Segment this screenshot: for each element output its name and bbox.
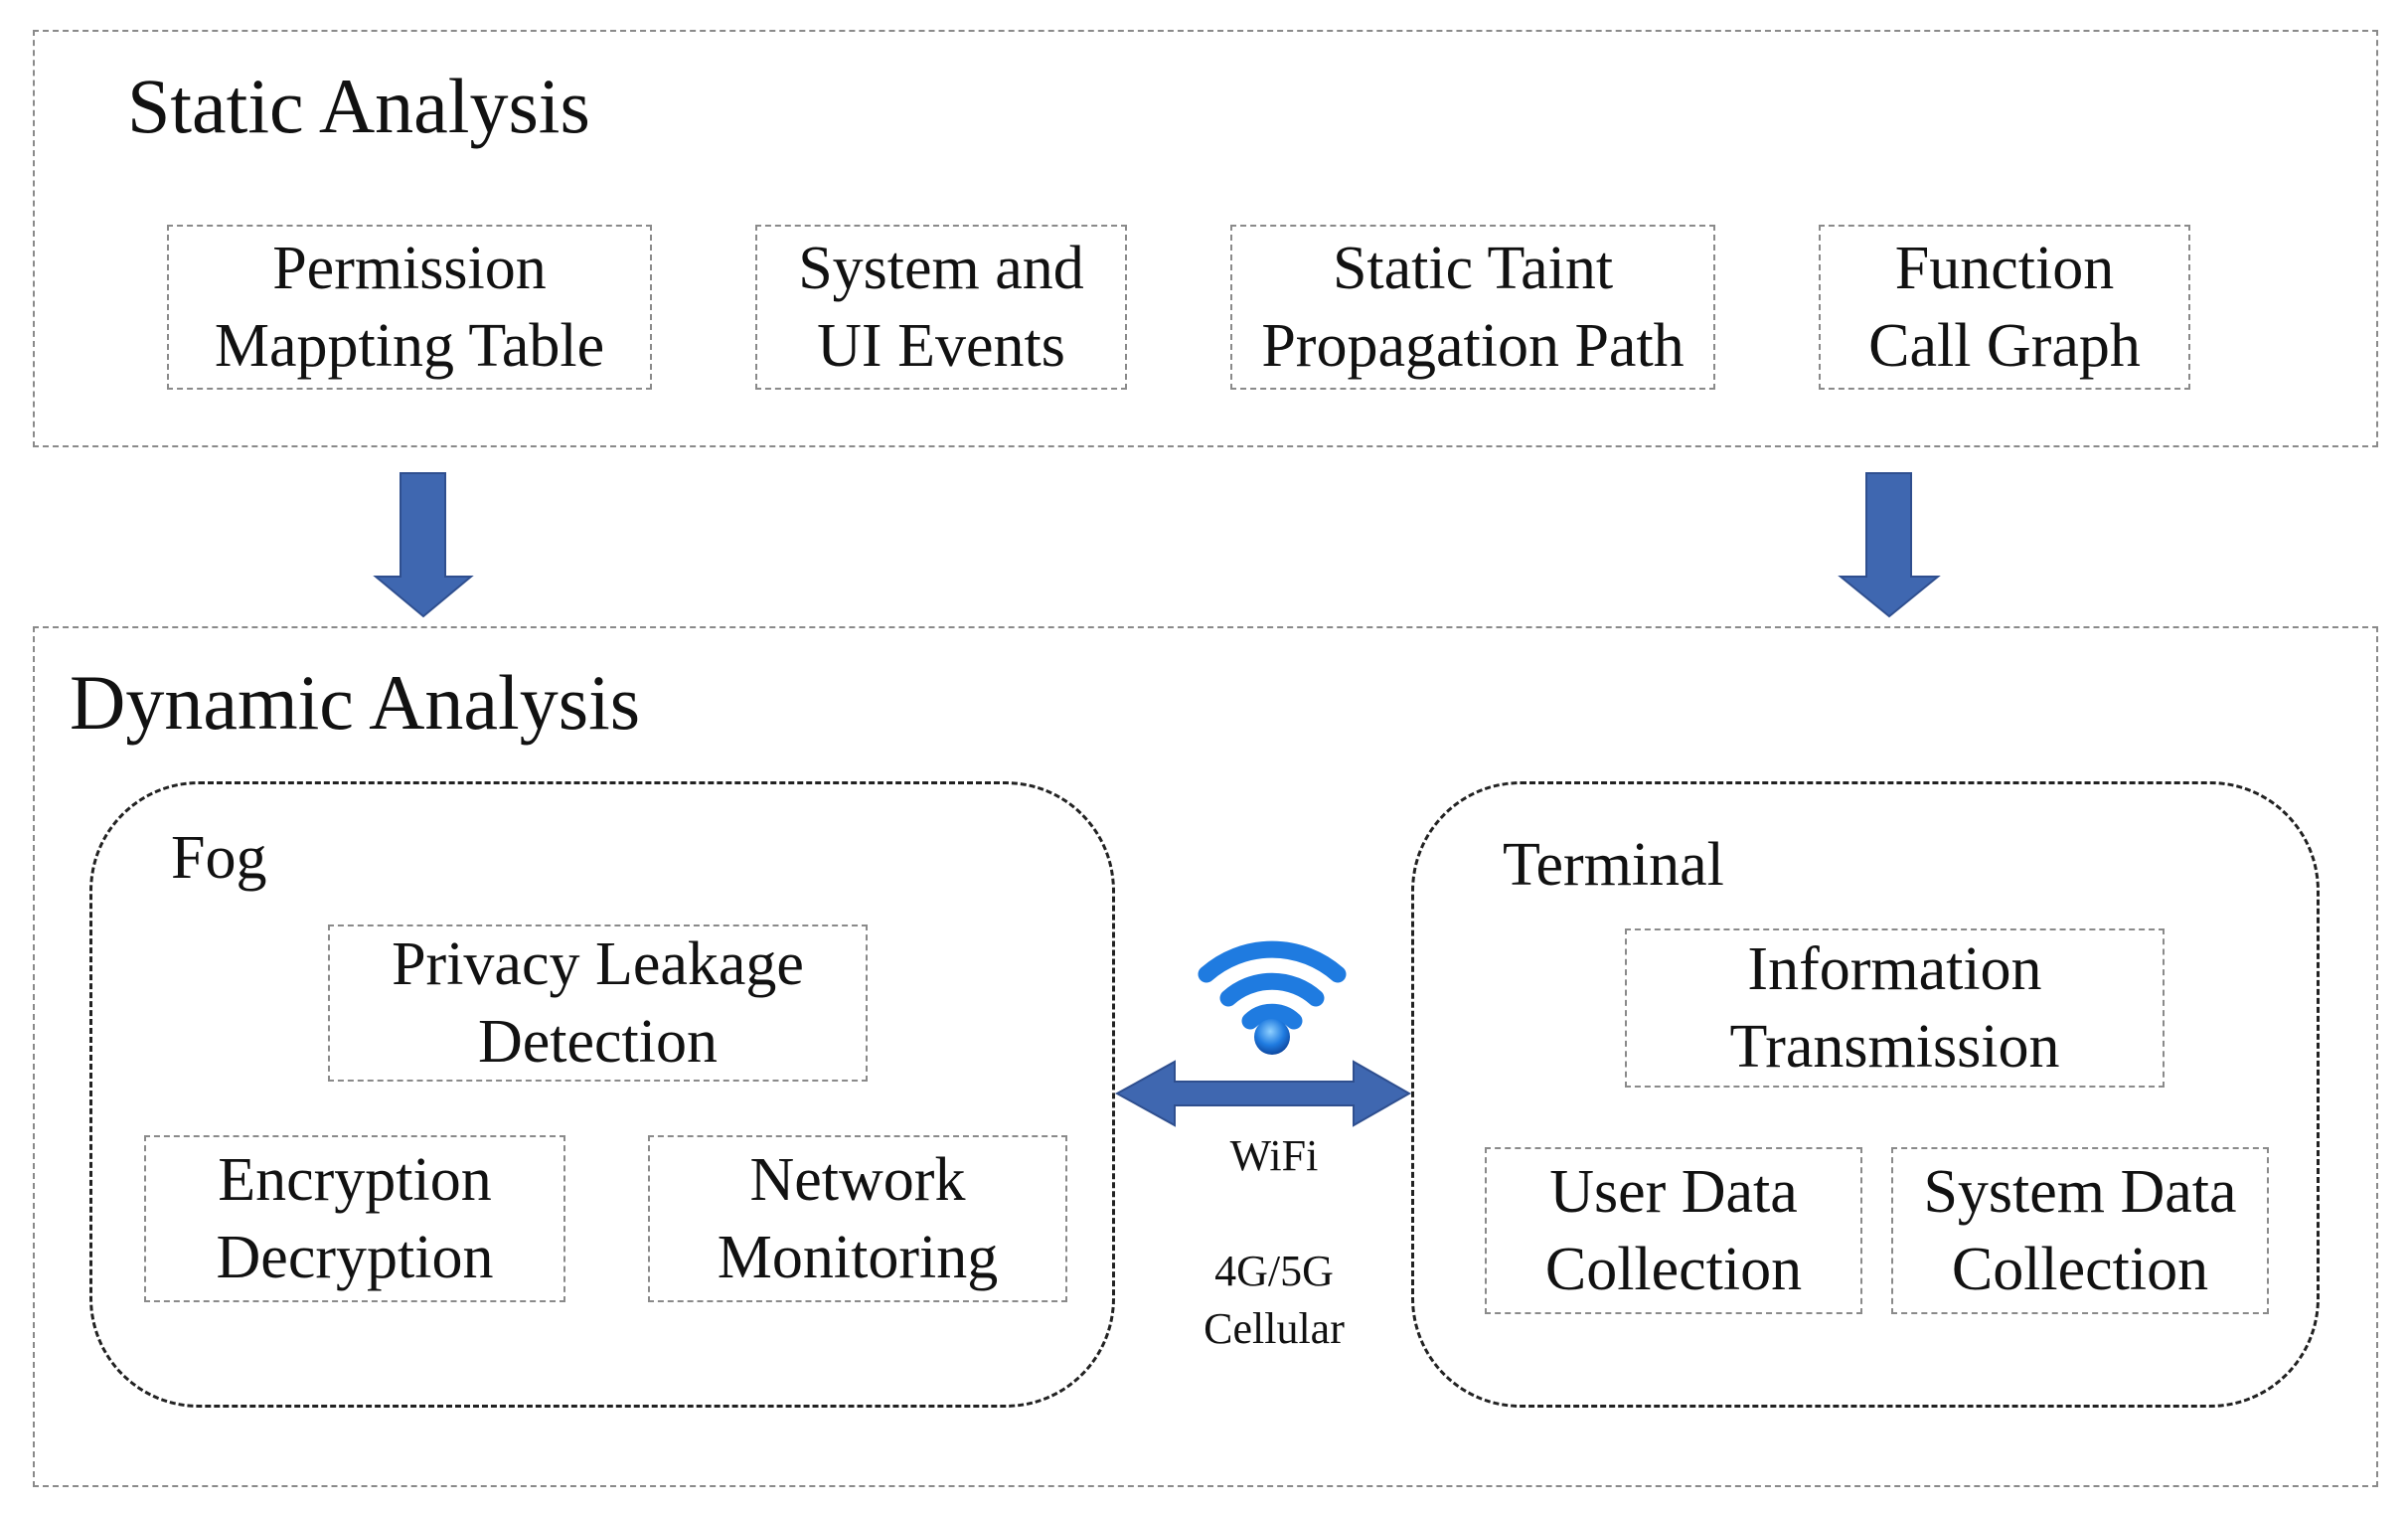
- fog-group: [89, 781, 1115, 1408]
- dynamic-analysis-panel: [33, 626, 2378, 1487]
- static-analysis-title: Static Analysis: [127, 63, 590, 149]
- terminal-group: [1411, 781, 2320, 1408]
- cellular-label: 4G/5G Cellular: [1204, 1247, 1345, 1353]
- terminal-label: Terminal: [1503, 831, 1724, 899]
- system-ui-events-box: System and UI Events: [755, 225, 1127, 390]
- network-monitoring-box: Network Monitoring: [648, 1135, 1067, 1302]
- static-analysis-panel: [33, 30, 2378, 447]
- wifi-label: WiFi: [1229, 1131, 1319, 1180]
- down-arrow-left: [373, 472, 474, 618]
- encryption-decryption-box: Encryption Decryption: [144, 1135, 565, 1302]
- dynamic-analysis-title: Dynamic Analysis: [70, 659, 641, 746]
- function-call-graph-box: Function Call Graph: [1819, 225, 2190, 390]
- static-taint-propagation-box: Static Taint Propagation Path: [1230, 225, 1715, 390]
- information-transmission-box: Information Transmission: [1625, 928, 2165, 1088]
- user-data-collection-box: User Data Collection: [1485, 1147, 1862, 1314]
- system-data-collection-box: System Data Collection: [1891, 1147, 2269, 1314]
- bidirectional-arrow: [1114, 1060, 1412, 1127]
- wifi-icon: [1198, 940, 1347, 1055]
- privacy-leakage-detection-box: Privacy Leakage Detection: [328, 925, 868, 1082]
- down-arrow-right: [1838, 472, 1941, 618]
- fog-label: Fog: [171, 824, 267, 892]
- permission-mapping-table-box: Permission Mappting Table: [167, 225, 652, 390]
